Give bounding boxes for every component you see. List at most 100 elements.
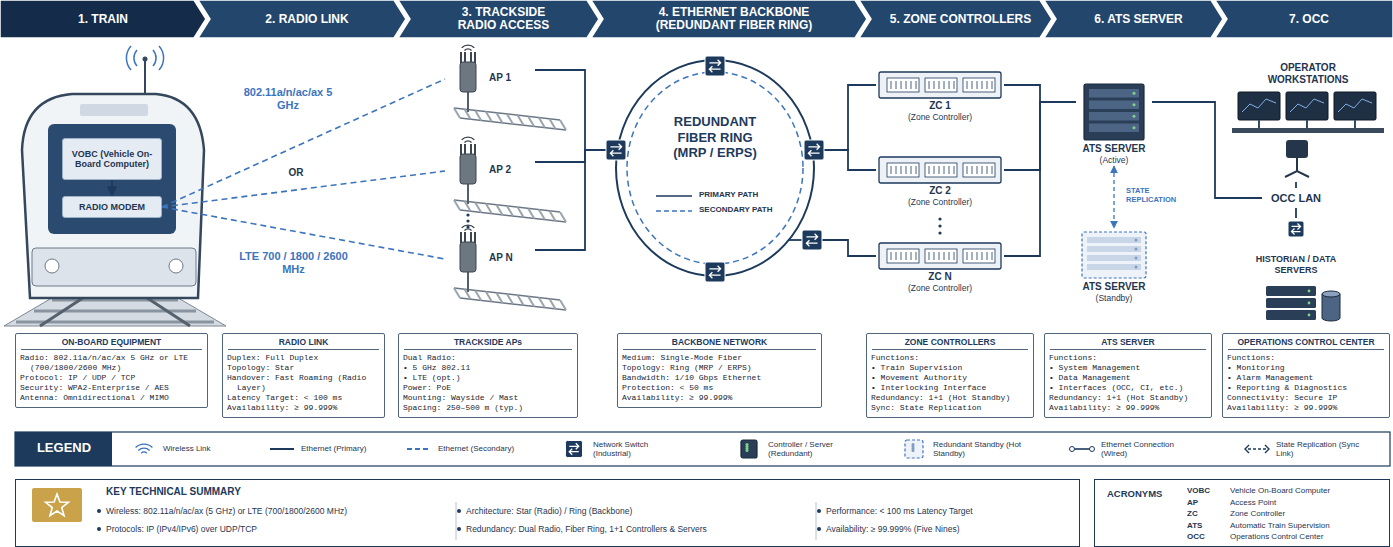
node-text: • 5 GHz 802.11 <box>399 363 577 373</box>
module-slot <box>906 252 907 260</box>
switch-arrows <box>806 234 817 246</box>
node-text: Functions: <box>1223 353 1389 363</box>
storage-server <box>1266 298 1316 308</box>
node-text: (Zone Controller) <box>876 197 1004 208</box>
node-title: 3. TRACKSIDE RADIO ACCESS <box>444 6 564 32</box>
stage-header: 2. RADIO LINK <box>198 0 406 38</box>
connector <box>1295 182 1297 188</box>
diagram-label: SECONDARY PATH <box>697 205 775 214</box>
track-tie <box>475 290 481 300</box>
antenna-tip <box>143 57 148 62</box>
node-text: Availability: ≥ 99.999% <box>1045 403 1211 413</box>
node-text: Availability: ≥ 99.999% <box>618 393 821 403</box>
node-title: RADIO LINK <box>228 334 379 350</box>
node-text: AP <box>1187 498 1198 507</box>
legend-text: Network Switch (Industrial) <box>593 440 673 458</box>
stage-header: 1. TRAIN <box>0 0 206 38</box>
module-slot <box>954 252 955 260</box>
connector <box>1004 85 1076 102</box>
legend-text: Ethernet (Secondary) <box>438 444 543 453</box>
bullet <box>817 527 821 531</box>
server-led <box>1135 257 1138 260</box>
module-slot <box>949 166 950 174</box>
module-slot <box>896 81 897 89</box>
node-text: Latency Target: < 100 ms <box>223 393 384 403</box>
summary-panel: KEY TECHNICAL SUMMARYWireless: 802.11a/n… <box>15 479 1080 547</box>
monitor <box>1238 92 1280 120</box>
node-text: Handover: Fast Roaming (Radio Layer) <box>223 373 384 393</box>
module-slot <box>967 252 968 260</box>
module-slot <box>939 166 940 174</box>
controller-module <box>963 78 995 92</box>
headlight <box>45 259 59 273</box>
track-tie <box>560 300 566 310</box>
track-tie <box>507 294 513 304</box>
connector <box>535 150 612 162</box>
module-slot <box>929 252 930 260</box>
node-text: Protocols: IP (IPv4/IPv6) over UDP/TCP <box>106 523 446 535</box>
node-title: ZONE CONTROLLERS <box>872 334 1028 350</box>
device-node: ATS SERVER(Standby) <box>1074 228 1154 304</box>
node-text: Functions: <box>1045 353 1211 363</box>
switch-icon <box>705 262 725 282</box>
connector <box>162 79 445 207</box>
bullet <box>97 509 101 513</box>
database-top <box>1322 291 1340 297</box>
legend-frame <box>15 432 1390 466</box>
chevron-fill <box>0 0 206 38</box>
module-slot <box>939 81 940 89</box>
node-title: ACRONYMS <box>1107 488 1162 499</box>
legend-text: Controller / Server (Redundant) <box>768 440 853 458</box>
module-slot <box>982 81 983 89</box>
node-text: Power: PoE <box>399 383 577 393</box>
chevron-fill <box>1044 0 1223 38</box>
info-panel: BACKBONE NETWORKMedium: Single-Mode Fibe… <box>617 333 822 408</box>
module-slot <box>906 81 907 89</box>
wifi-arc <box>465 229 472 230</box>
legend-heading: LEGEND <box>18 441 110 456</box>
monitor-trace <box>1290 99 1324 112</box>
ap-pole <box>467 90 469 112</box>
switch-icon <box>705 56 725 76</box>
server-led <box>1135 248 1138 251</box>
info-panel: OPERATIONS CONTROL CENTERFunctions:• Mon… <box>1222 333 1390 418</box>
storage-server <box>1266 286 1316 296</box>
info-panel: TRACKSIDE APsDual Radio:• 5 GHz 802.11• … <box>398 333 578 418</box>
chevron-fill <box>591 0 867 38</box>
server-case <box>1084 84 1144 140</box>
legend-sample <box>268 439 296 459</box>
module-slot <box>911 166 912 174</box>
module-slot <box>916 166 917 174</box>
server-led <box>1308 290 1311 293</box>
switch-body <box>566 441 583 458</box>
server-led <box>1308 314 1311 317</box>
ap-body <box>460 242 476 272</box>
module-slot <box>954 166 955 174</box>
controller-chassis <box>879 157 1001 183</box>
node-text: (Zone Controller) <box>876 283 1004 294</box>
track-tie <box>518 115 524 125</box>
track-tie <box>507 114 513 124</box>
legend-text: Ethernet Connection (Wired) <box>1101 440 1193 458</box>
diagram-label: 802.11a/n/ac/ax 5 GHz <box>238 86 338 111</box>
connector <box>818 240 876 256</box>
track-tie <box>518 295 524 305</box>
ap-antenna <box>464 144 466 155</box>
node-text: • Interfaces (OCC, CI, etc.) <box>1045 383 1211 393</box>
primary-ring <box>616 60 814 276</box>
node-text: Zone Controller <box>1230 509 1285 518</box>
node-text: Access Point <box>1230 498 1276 507</box>
zone-controller-icon <box>879 157 1001 183</box>
switch-body <box>606 140 626 160</box>
node-text: Protection: < 50 ms <box>618 383 821 393</box>
track-tie <box>486 292 492 302</box>
node-title: HISTORIAN / DATA SERVERS <box>1251 254 1341 276</box>
legend-sample <box>1243 439 1271 459</box>
node-title: OPERATOR WORKSTATIONS <box>1258 62 1358 86</box>
switch-icon <box>606 140 626 160</box>
chevron-fill <box>198 0 406 38</box>
continuation-dot <box>466 225 469 228</box>
connector <box>818 150 876 170</box>
legend-entry: Redundant Standby (Hot Standby) <box>900 436 1025 462</box>
